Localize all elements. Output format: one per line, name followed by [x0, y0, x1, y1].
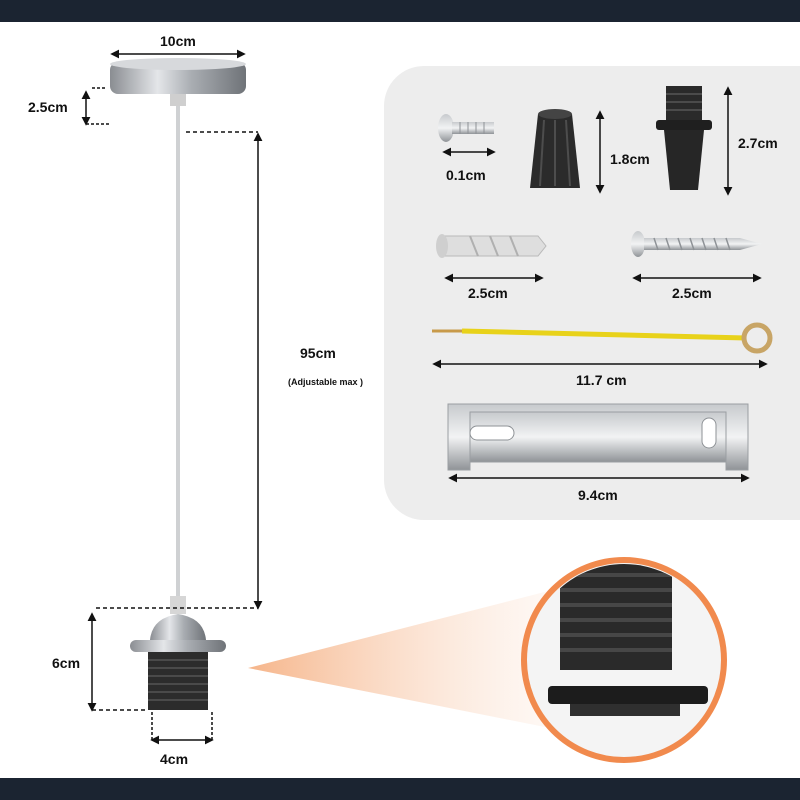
mounting-bracket [447, 403, 749, 471]
wood-screw [631, 231, 762, 257]
dimension-lines [81, 49, 263, 745]
canopy-width-label: 10cm [160, 33, 196, 49]
top-frame-bar [0, 0, 800, 22]
zoom-beam [248, 588, 560, 730]
lamp-holder [130, 596, 226, 710]
holder-width-label: 4cm [160, 751, 189, 767]
nipple-height-label: 2.7cm [738, 135, 778, 151]
ceiling-canopy [110, 58, 246, 106]
bottom-frame-bar [0, 778, 800, 800]
cord-grip-height-label: 1.8cm [610, 151, 650, 167]
threaded-nipple [656, 86, 712, 190]
holder-height-label: 6cm [52, 655, 81, 671]
bolt-length-label: 0.1cm [446, 167, 486, 183]
wall-anchor [436, 234, 547, 258]
cord-grip [530, 109, 580, 188]
ground-wire-length-label: 11.7 cm [576, 372, 627, 388]
anchor-length-label: 2.5cm [468, 285, 508, 301]
machine-bolt [438, 114, 494, 142]
screw-length-label: 2.5cm [672, 285, 712, 301]
cable-note-label: (Adjustable max ) [288, 377, 364, 387]
ground-wire [432, 322, 773, 354]
bracket-length-label: 9.4cm [578, 487, 618, 503]
cable-length-label: 95cm [300, 345, 336, 361]
zoom-detail-circle [521, 557, 727, 763]
canopy-height-label: 2.5cm [28, 99, 68, 115]
